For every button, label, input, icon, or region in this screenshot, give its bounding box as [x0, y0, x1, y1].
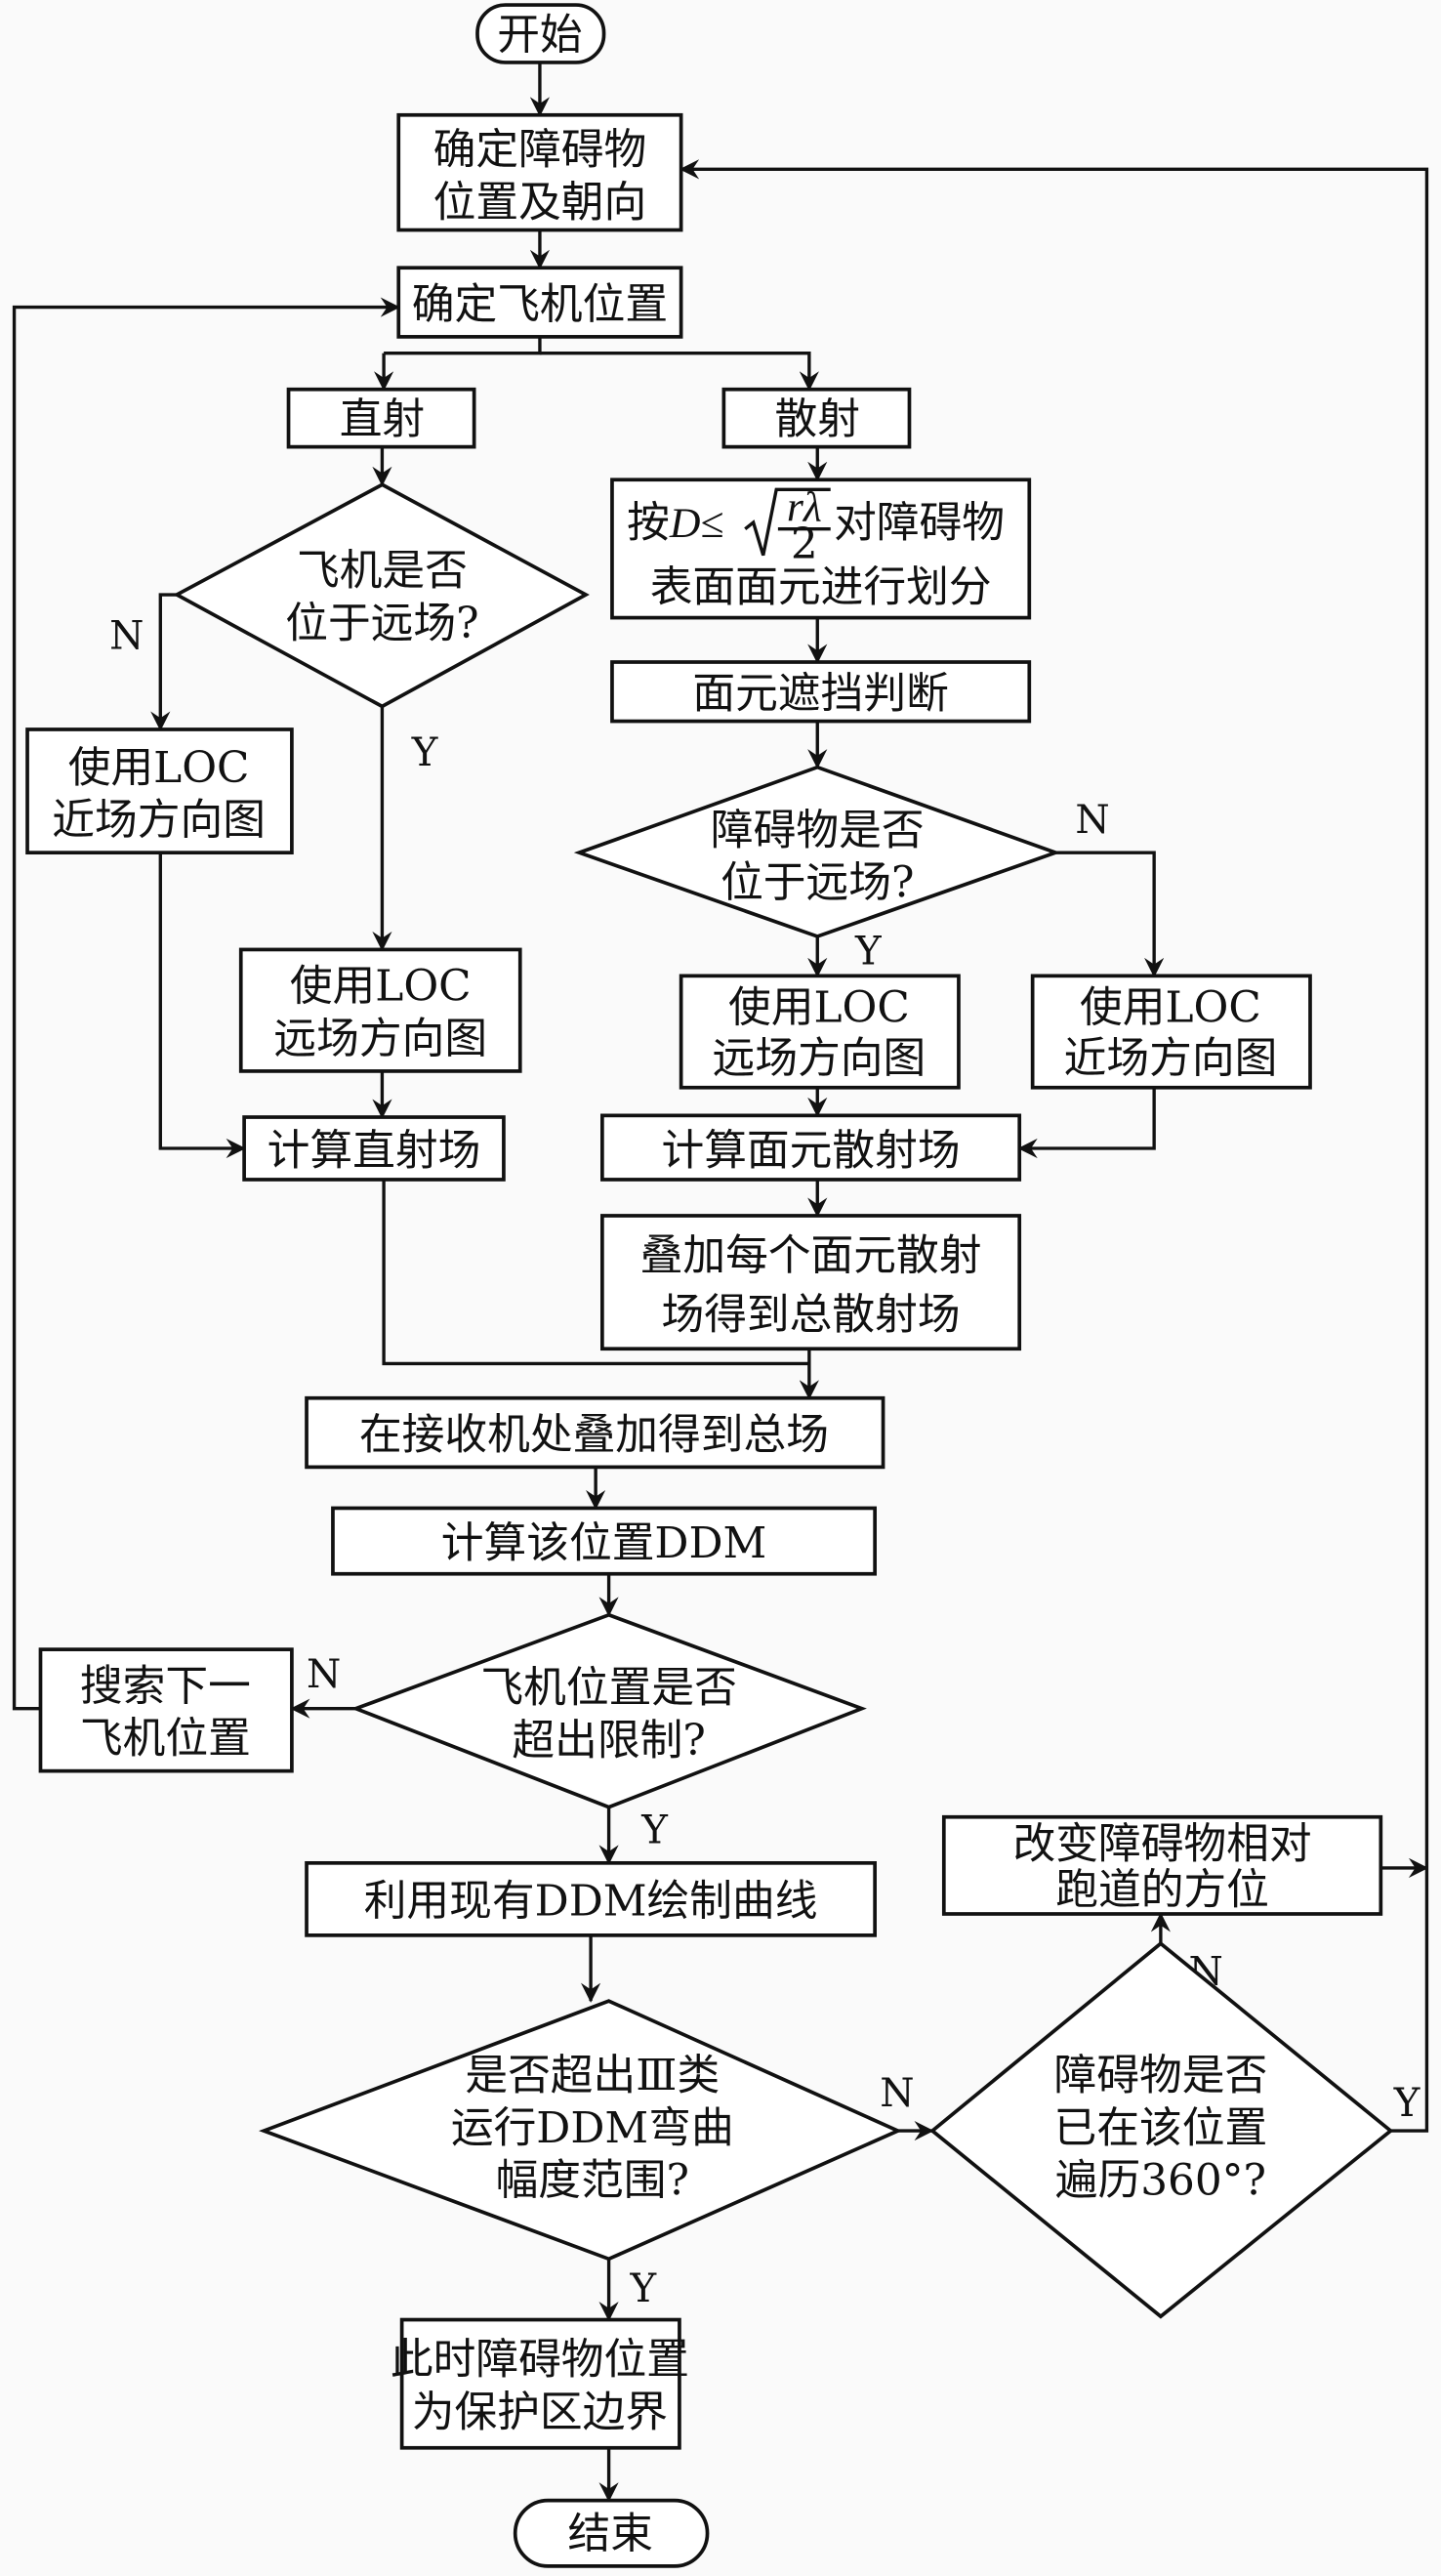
calc-scatter-box: 计算面元散射场: [600, 1113, 1022, 1182]
connectors: [12, 62, 1429, 2503]
end-text: 结束: [568, 2509, 653, 2558]
loc-far-left-line1: 使用LOC: [290, 962, 472, 1012]
aircraft-pos-text: 确定飞机位置: [412, 279, 668, 329]
exceed-diamond: 是否超出Ⅲ类 运行DDM弯曲 幅度范围?: [259, 1999, 903, 2262]
traversed-line2: 已在该位置: [1054, 2103, 1268, 2153]
divide-surface-box: 按 D≤ rλ 2 对障碍物 表面面元进行划分: [610, 478, 1032, 620]
loc-near-right-line1: 使用LOC: [1080, 982, 1261, 1032]
label-yes-exceed: Y: [629, 2265, 656, 2311]
traversed-diamond: 障碍物是否 已在该位置 遍历360°?: [929, 1940, 1394, 2319]
loc-near-left-line1: 使用LOC: [68, 743, 250, 793]
divide-denominator: 2: [791, 519, 818, 569]
start-text: 开始: [497, 10, 582, 60]
scatter-box: 散射: [721, 387, 912, 449]
next-aircraft-line1: 搜索下一: [80, 1661, 251, 1711]
calc-scatter-text: 计算面元散射场: [661, 1126, 960, 1176]
label-yes-obstacle-far: Y: [854, 929, 882, 975]
calc-ddm-text: 计算该位置DDM: [441, 1518, 767, 1568]
label-yes-traversed: Y: [1393, 2080, 1420, 2126]
change-orientation-line2: 跑道的方位: [1055, 1865, 1269, 1915]
exceed-line1: 是否超出Ⅲ类: [465, 2051, 720, 2100]
label-no-aircraft-far: N: [109, 613, 144, 659]
loc-near-left-line2: 近场方向图: [52, 796, 266, 846]
obstacle-position-box: 确定障碍物 位置及朝向: [396, 112, 683, 232]
exceed-line3: 幅度范围?: [496, 2156, 689, 2206]
sum-scatter-box: 叠加每个面元散射 场得到总散射场: [600, 1214, 1022, 1351]
divide-var: D≤: [669, 500, 724, 547]
aircraft-limit-line2: 超出限制?: [512, 1716, 705, 1766]
sum-scatter-line2: 场得到总散射场: [661, 1290, 960, 1340]
exceed-line2: 运行DDM弯曲: [451, 2103, 734, 2153]
label-no-obstacle-far: N: [1075, 797, 1109, 843]
boundary-line2: 为保护区边界: [412, 2388, 668, 2437]
traversed-line1: 障碍物是否: [1054, 2051, 1268, 2100]
aircraft-far-diamond: 飞机是否 位于远场?: [173, 482, 590, 709]
loc-near-right-line2: 近场方向图: [1064, 1034, 1278, 1084]
direct-text: 直射: [340, 395, 425, 444]
divide-prefix: 按: [627, 498, 670, 548]
aircraft-far-line2: 位于远场?: [285, 599, 478, 648]
obstacle-pos-line2: 位置及朝向: [433, 178, 647, 228]
total-field-text: 在接收机处叠加得到总场: [359, 1410, 829, 1460]
label-yes-aircraft-limit: Y: [640, 1807, 668, 1853]
plot-curve-box: 利用现有DDM绘制曲线: [305, 1860, 877, 1937]
label-no-aircraft-limit: N: [307, 1651, 341, 1697]
obstacle-pos-line1: 确定障碍物: [433, 125, 647, 175]
occlusion-box: 面元遮挡判断: [610, 660, 1032, 724]
change-orientation-line1: 改变障碍物相对: [1012, 1819, 1311, 1869]
aircraft-limit-line1: 飞机位置是否: [480, 1663, 736, 1713]
loc-far-right-line2: 远场方向图: [713, 1034, 926, 1084]
aircraft-far-line1: 飞机是否: [297, 546, 468, 596]
change-orientation-box: 改变障碍物相对 跑道的方位: [941, 1814, 1383, 1916]
loc-far-right-line1: 使用LOC: [728, 982, 910, 1032]
calc-direct-text: 计算直射场: [268, 1126, 481, 1176]
traversed-line3: 遍历360°?: [1055, 2156, 1266, 2206]
aircraft-position-box: 确定飞机位置: [396, 266, 683, 339]
calc-ddm-box: 计算该位置DDM: [331, 1506, 877, 1576]
divide-line2: 表面面元进行划分: [650, 562, 992, 612]
next-aircraft-box: 搜索下一 飞机位置: [38, 1647, 294, 1773]
label-no-exceed: N: [880, 2070, 914, 2116]
loc-near-right-box: 使用LOC 近场方向图: [1030, 974, 1312, 1090]
label-yes-aircraft-far: Y: [411, 729, 438, 775]
scatter-text: 散射: [775, 395, 860, 444]
boundary-box: 此时障碍物位置 为保护区边界: [391, 2317, 689, 2450]
divide-numerator: rλ: [787, 483, 822, 530]
direct-box: 直射: [286, 387, 476, 449]
loc-far-left-line2: 远场方向图: [273, 1014, 487, 1063]
obstacle-far-line1: 障碍物是否: [711, 806, 925, 855]
next-aircraft-line2: 飞机位置: [80, 1714, 251, 1764]
calc-direct-box: 计算直射场: [242, 1115, 506, 1182]
loc-far-left-box: 使用LOC 远场方向图: [238, 947, 522, 1073]
occlusion-text: 面元遮挡判断: [692, 669, 948, 719]
loc-near-left-box: 使用LOC 近场方向图: [25, 727, 294, 855]
divide-suffix: 对障碍物: [834, 498, 1005, 548]
start-terminal: 开始: [475, 3, 606, 64]
boundary-line1: 此时障碍物位置: [391, 2335, 689, 2385]
loc-far-right-box: 使用LOC 远场方向图: [679, 974, 961, 1090]
plot-curve-text: 利用现有DDM绘制曲线: [364, 1877, 818, 1927]
sum-scatter-line1: 叠加每个面元散射: [640, 1230, 982, 1280]
obstacle-far-diamond: 障碍物是否 位于远场?: [573, 765, 1061, 938]
total-field-box: 在接收机处叠加得到总场: [305, 1395, 885, 1470]
aircraft-limit-diamond: 飞机位置是否 超出限制?: [350, 1612, 867, 1809]
end-terminal: 结束: [513, 2498, 710, 2568]
obstacle-far-line2: 位于远场?: [720, 858, 914, 908]
